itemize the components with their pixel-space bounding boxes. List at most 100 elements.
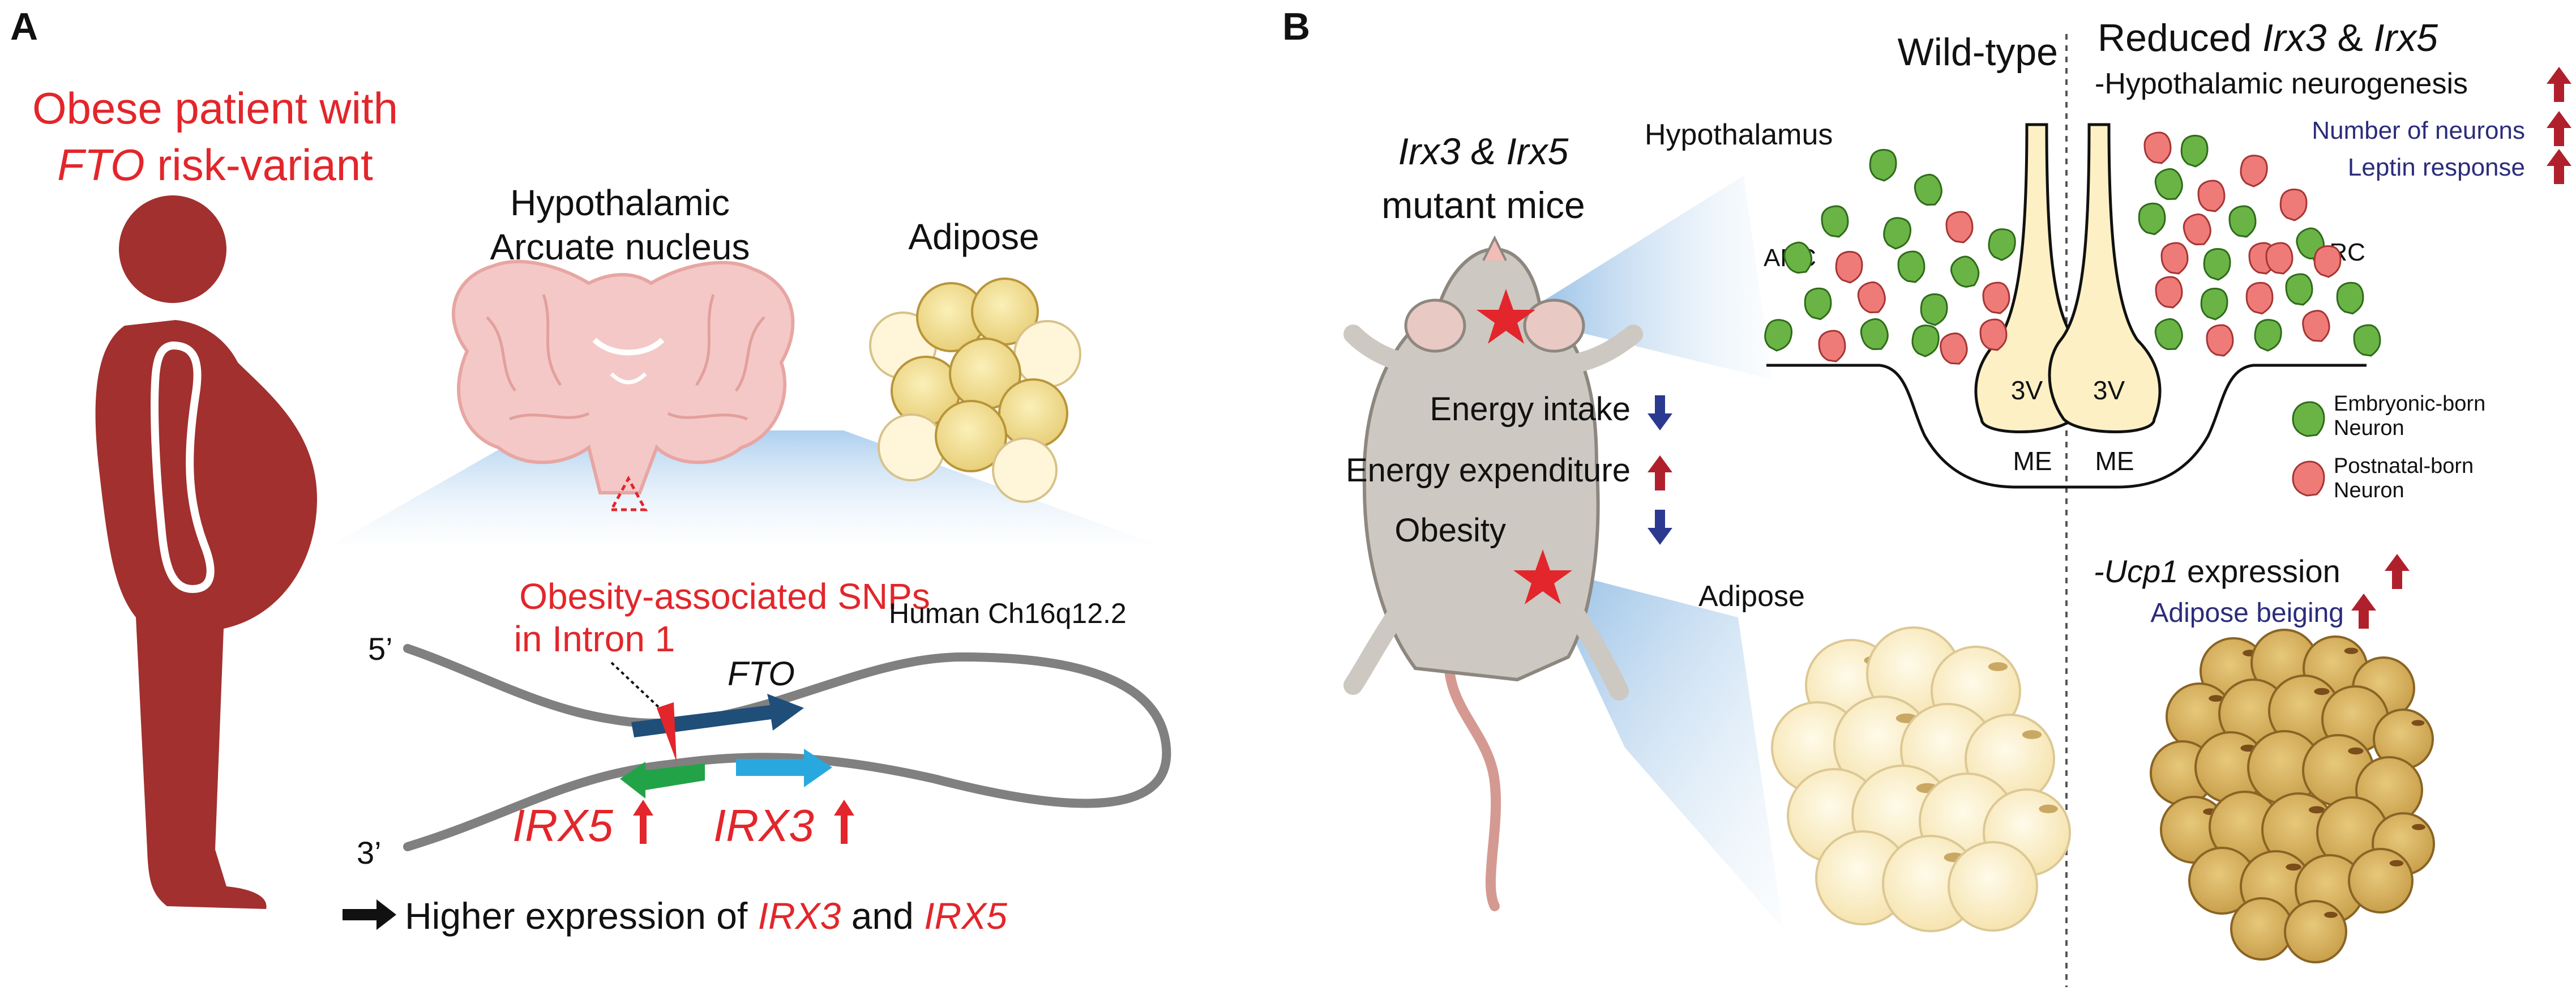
panel-b-label: B xyxy=(1282,5,1310,48)
reduced-header: Reduced Irx3 & Irx5 xyxy=(2098,16,2438,59)
mice-title-line1: Irx3 & Irx5 xyxy=(1398,130,1569,172)
me-left-label: ME xyxy=(2013,446,2052,476)
ucp1-rest: expression xyxy=(2178,553,2340,589)
snp-title-line2: in Intron 1 xyxy=(514,618,675,659)
footer-prefix: Higher expression of xyxy=(405,895,758,937)
neuron-cluster xyxy=(1764,131,2381,365)
mice-title-line2: mutant mice xyxy=(1381,184,1585,226)
neurogenesis-label: -Hypothalamic neurogenesis xyxy=(2095,67,2468,100)
embryonic-neuron xyxy=(1783,241,1813,274)
footer-text: Higher expression of IRX3 and IRX5 xyxy=(405,895,1007,937)
legend-postnatal-icon xyxy=(2292,460,2325,497)
hypothalamus-star-icon xyxy=(1477,289,1535,344)
irx5-up-arrow xyxy=(633,800,653,844)
patient-title-line2: FTO risk-variant xyxy=(57,140,373,190)
embryonic-neuron xyxy=(2254,319,2282,352)
postnatal-neuron xyxy=(2183,213,2211,246)
leptin-response-label: Leptin response xyxy=(2348,153,2525,181)
obese-patient-silhouette xyxy=(95,195,317,909)
panel-a-label: A xyxy=(10,5,38,48)
energy-expenditure-arrow-icon xyxy=(1648,455,1672,490)
fat-cell xyxy=(1948,841,2038,932)
postnatal-neuron xyxy=(2265,242,2293,275)
postnatal-neuron xyxy=(2245,281,2274,315)
patient-risk-variant: risk-variant xyxy=(145,140,373,190)
fat-cell-nucleus xyxy=(2209,695,2223,702)
embryonic-neuron xyxy=(1860,318,1889,351)
embryonic-neuron xyxy=(2336,281,2364,315)
embryonic-neuron xyxy=(2154,318,2183,351)
footer-irx5: IRX5 xyxy=(924,895,1007,937)
phenotype-energy-intake: Energy intake xyxy=(1430,391,1631,428)
brain-title-line1: Hypothalamic xyxy=(510,182,730,223)
embryonic-neuron xyxy=(2200,288,2228,321)
postnatal-neuron xyxy=(1835,251,1863,284)
postnatal-neuron xyxy=(2279,189,2308,221)
ucp1-up-arrow-icon xyxy=(2385,554,2410,589)
embryonic-neuron xyxy=(2154,168,2183,200)
five-prime-label: 5’ xyxy=(368,631,393,667)
phenotype-energy-expenditure: Energy expenditure xyxy=(1346,452,1631,489)
patient-title-line1: Obese patient with xyxy=(32,83,398,133)
adipose-star-icon xyxy=(1513,549,1572,604)
beiging-label: Adipose beiging xyxy=(2150,598,2344,628)
irx3-label: IRX3 xyxy=(713,800,814,851)
fto-gene-label: FTO xyxy=(728,655,795,693)
patient-fto-gene: FTO xyxy=(57,140,145,190)
postnatal-neuron xyxy=(2155,276,2183,309)
arm-outline xyxy=(151,341,215,594)
fto-gene-arrow xyxy=(631,694,804,737)
neuron-count-label: Number of neurons xyxy=(2312,117,2525,144)
embryonic-neuron xyxy=(1883,217,1912,250)
legend-postnatal-line1: Postnatal-born xyxy=(2334,454,2474,478)
fat-cell-nucleus xyxy=(2022,730,2042,739)
irx3-up-arrow xyxy=(834,800,854,844)
mouse-right-ear xyxy=(1523,298,1585,353)
embryonic-neuron xyxy=(1821,205,1849,238)
postnatal-neuron xyxy=(1818,330,1846,362)
postnatal-neuron xyxy=(1940,332,1968,365)
embryonic-neuron xyxy=(2353,324,2381,357)
obesity-arrow-icon xyxy=(1648,510,1672,545)
fat-cell xyxy=(2284,900,2347,963)
energy-intake-arrow-icon xyxy=(1648,395,1672,430)
me-right-label: ME xyxy=(2095,446,2134,476)
fat-cell-nucleus xyxy=(2344,647,2359,654)
postnatal-neuron xyxy=(2302,310,2330,342)
embryonic-neuron xyxy=(1914,173,1942,206)
three-prime-label: 3’ xyxy=(357,835,382,870)
fat-cell-nucleus xyxy=(2389,860,2404,867)
embryonic-neuron xyxy=(1920,293,1948,326)
fat-cell-nucleus xyxy=(2308,806,2325,814)
fat-cell xyxy=(2230,897,2293,961)
adipose-label-b: Adipose xyxy=(1698,580,1805,613)
fat-cell-nucleus xyxy=(2039,804,2058,813)
postnatal-neuron xyxy=(2240,155,2268,187)
arcuate-region-marker xyxy=(609,475,648,511)
ucp1-prefix: - xyxy=(2094,553,2104,589)
postnatal-neuron xyxy=(2160,242,2189,275)
ucp1-label: -Ucp1 expression xyxy=(2094,553,2340,589)
legend-postnatal-line2: Neuron xyxy=(2334,479,2404,502)
postnatal-neuron xyxy=(1979,318,2008,351)
embryonic-neuron xyxy=(2203,248,2231,281)
hypothalamus-section xyxy=(1766,123,2367,489)
neuron-count-up-arrow-icon xyxy=(2547,111,2571,146)
hypothalamus-label: Hypothalamus xyxy=(1645,118,1833,151)
postnatal-neuron xyxy=(2313,245,2342,278)
ventricle-right-label: 3V xyxy=(2093,375,2125,405)
embryonic-neuron xyxy=(2138,202,2166,236)
footer-irx3: IRX3 xyxy=(758,895,841,937)
reduced-amp: & xyxy=(2326,16,2373,59)
leptin-up-arrow-icon xyxy=(2547,149,2571,184)
fat-cell-nucleus xyxy=(2314,688,2330,695)
postnatal-neuron xyxy=(1857,281,1886,314)
embryonic-neuron xyxy=(1869,149,1897,182)
legend-embryonic-line2: Neuron xyxy=(2334,416,2404,440)
ventricle-left-label: 3V xyxy=(2011,375,2043,405)
outcome-arrows xyxy=(2351,67,2571,629)
brain-illustration xyxy=(452,259,795,511)
reduced-irx5: Irx5 xyxy=(2374,16,2438,59)
postnatal-neuron xyxy=(2143,131,2172,164)
